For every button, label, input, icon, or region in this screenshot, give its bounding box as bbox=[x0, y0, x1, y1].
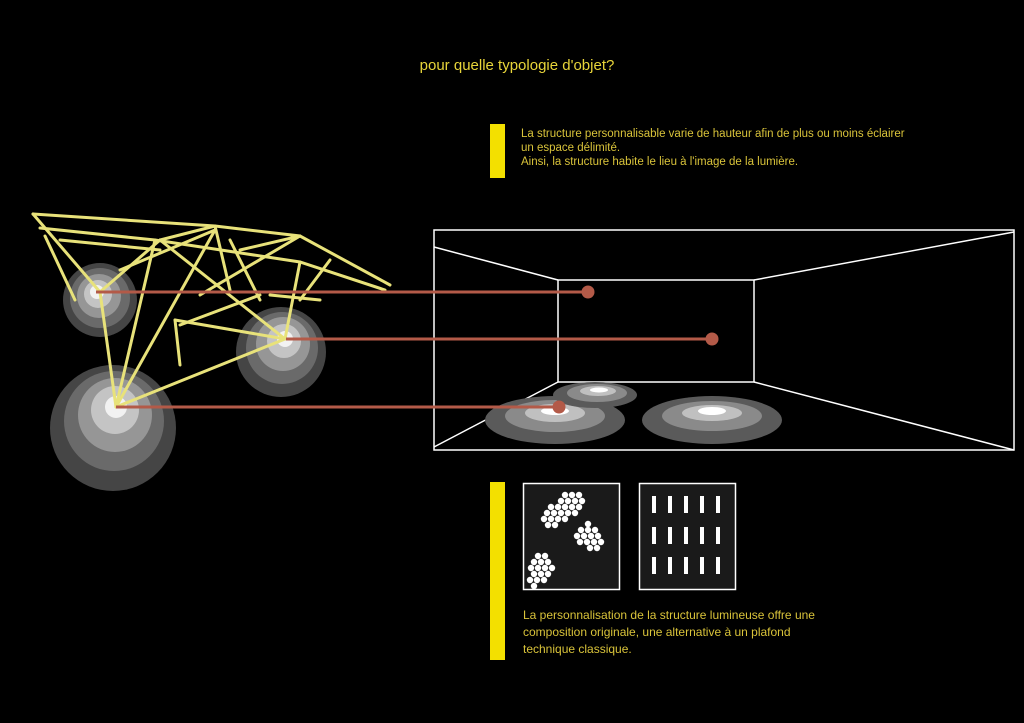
paragraph-2-line: technique classique. bbox=[523, 642, 632, 656]
lamp-structure bbox=[31, 212, 392, 409]
light-glow-3 bbox=[50, 365, 176, 491]
description-paragraph-2: La personnalisation de la structure lumi… bbox=[523, 607, 873, 658]
page-title: pour quelle typologie d'objet? bbox=[419, 57, 615, 74]
floor-light-pool-3 bbox=[642, 396, 782, 444]
paragraph-2-line: La personnalisation de la structure lumi… bbox=[523, 608, 815, 622]
yellow-accent-bar-bottom bbox=[490, 482, 505, 660]
description-paragraph-1: La structure personnalisable varie de ha… bbox=[521, 127, 991, 169]
paragraph-1-line: Ainsi, la structure habite le lieu à l'i… bbox=[521, 156, 799, 168]
paragraph-2-line: composition originale, une alternative à… bbox=[523, 625, 791, 639]
paragraph-1-line: La structure personnalisable varie de ha… bbox=[521, 128, 905, 140]
connector-lines bbox=[96, 285, 719, 414]
composition-thumbnail-grid bbox=[638, 482, 737, 591]
paragraph-1-line: un espace délimité. bbox=[521, 142, 621, 154]
floor-light-pool-2 bbox=[553, 382, 637, 408]
yellow-accent-bar-top bbox=[490, 124, 505, 178]
composition-thumbnail-clusters bbox=[522, 482, 621, 591]
